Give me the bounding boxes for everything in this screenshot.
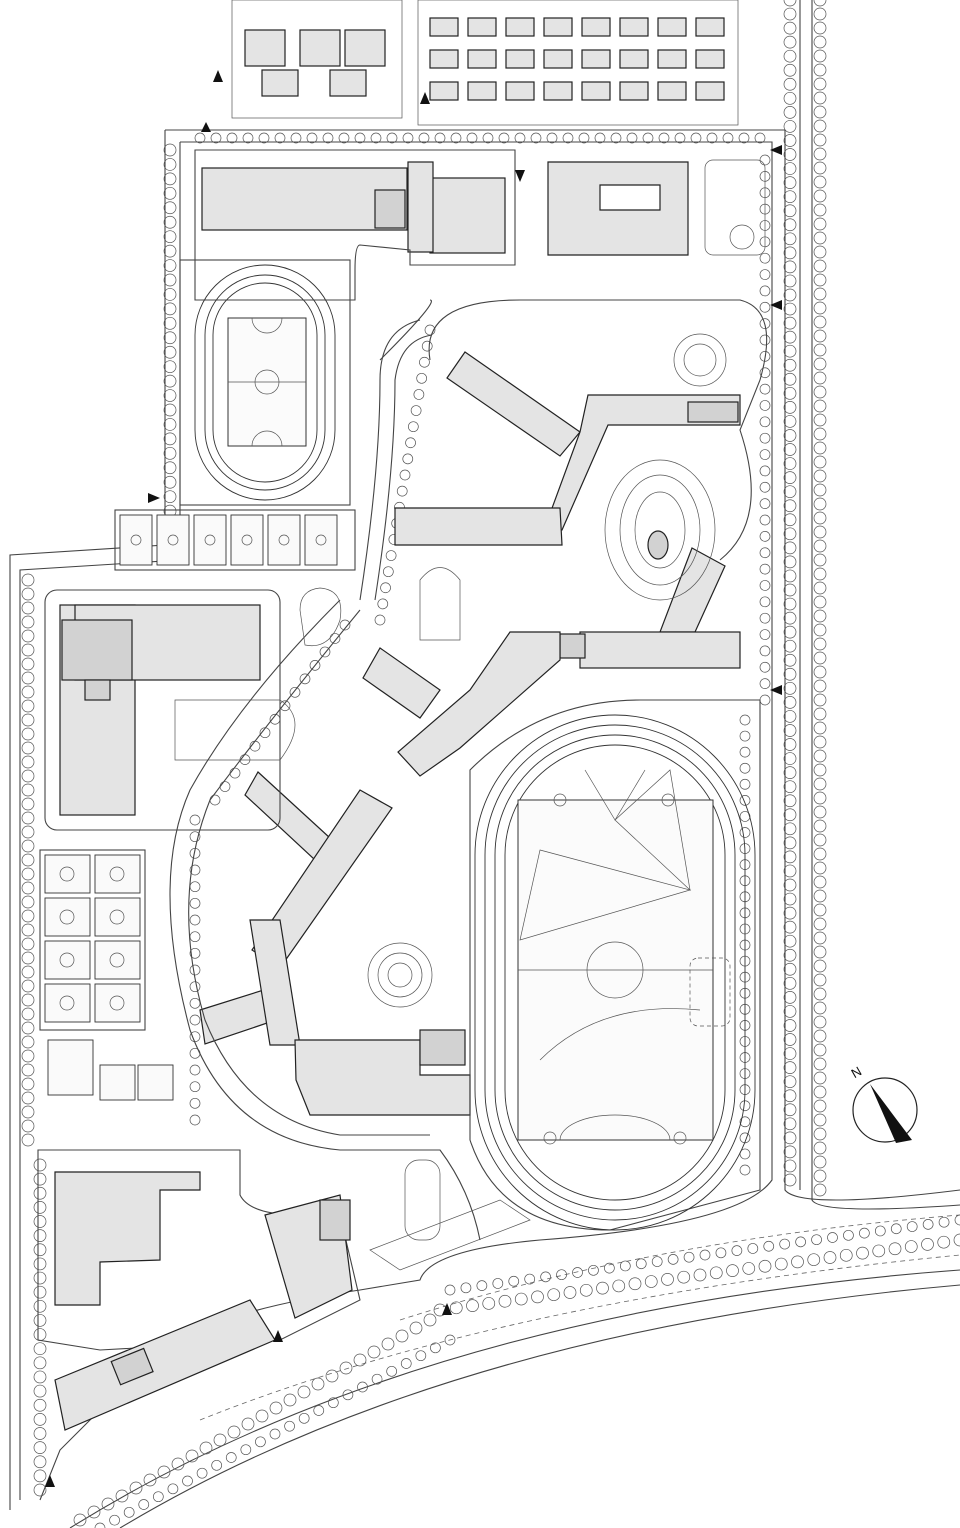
compass-label: N	[849, 1063, 865, 1081]
south-west-buildings	[37, 1149, 361, 1431]
amphitheatre-east	[673, 333, 727, 387]
sports-field-north	[179, 259, 351, 506]
residential-blocks	[231, 0, 739, 126]
entrance-arrow-south-3	[273, 1330, 283, 1342]
entrance-arrow-east-1	[770, 145, 782, 155]
basketball-courts-north	[114, 509, 356, 571]
central-courtyard	[169, 299, 768, 1271]
entrance-arrow-north-3	[515, 170, 525, 182]
row-houses	[429, 17, 725, 101]
entrance-arrow-north-1	[213, 70, 223, 82]
compass-needle-icon	[870, 1084, 912, 1143]
main-teaching-building	[199, 351, 741, 1116]
entrance-arrow-east-3	[770, 685, 782, 695]
entrance-arrow-north-2	[420, 92, 430, 104]
basketball-courts-west	[39, 849, 146, 1031]
entrance-arrow-north-gate	[201, 122, 211, 132]
entrance-arrows	[45, 70, 782, 1487]
entrance-arrow-west	[148, 493, 160, 503]
tennis-courts	[47, 1039, 174, 1101]
north-east-building	[547, 159, 766, 256]
main-athletic-track	[469, 699, 761, 1231]
entrance-arrow-south-1	[442, 1303, 452, 1315]
north-building-block	[194, 149, 516, 301]
entrance-arrow-south-2	[45, 1475, 55, 1487]
tree-rows	[21, 0, 960, 1528]
entrance-arrow-east-2	[770, 300, 782, 310]
north-compass: N	[849, 1063, 918, 1143]
west-building-block	[44, 589, 296, 831]
